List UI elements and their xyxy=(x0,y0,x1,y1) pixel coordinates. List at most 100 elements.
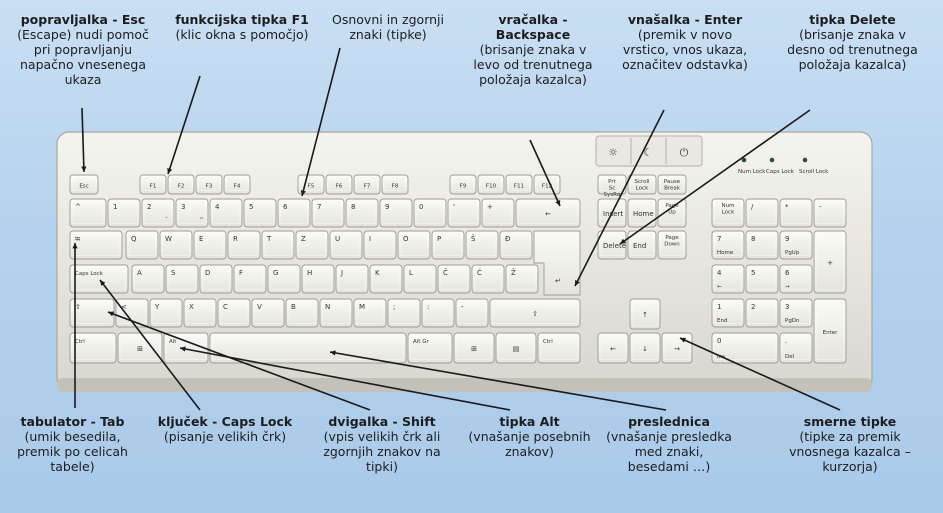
key-L[interactable]: L xyxy=(403,264,437,294)
f2-key[interactable]: F2 xyxy=(167,174,195,195)
num-key-2[interactable]: 2ˇ xyxy=(141,198,175,228)
numpad-top-2[interactable]: * xyxy=(779,198,813,228)
f4-key[interactable]: F4 xyxy=(223,174,251,195)
key-U[interactable]: U xyxy=(329,230,363,260)
f3-key[interactable]: F3 xyxy=(195,174,223,195)
key-M[interactable]: M xyxy=(353,298,387,328)
numpad-2[interactable]: 2 xyxy=(745,298,779,328)
f1-key[interactable]: F1 xyxy=(139,174,167,195)
key-Z[interactable]: Z xyxy=(295,230,329,260)
key-Ć[interactable]: Ć xyxy=(471,264,505,294)
key-A[interactable]: A xyxy=(131,264,165,294)
key-X[interactable]: X xyxy=(183,298,217,328)
numpad-dot[interactable]: .Del xyxy=(779,332,813,364)
key-P[interactable]: P xyxy=(431,230,465,260)
arrow-left-key[interactable]: ← xyxy=(597,332,629,364)
key-V[interactable]: V xyxy=(251,298,285,328)
key-E[interactable]: E xyxy=(193,230,227,260)
numpad-4[interactable]: 4← xyxy=(711,264,745,294)
ctrl-left-key[interactable]: Ctrl xyxy=(69,332,117,364)
key-R[interactable]: R xyxy=(227,230,261,260)
f11-key[interactable]: F11 xyxy=(505,174,533,195)
num-key-9[interactable]: 9 xyxy=(379,198,413,228)
key-G[interactable]: G xyxy=(267,264,301,294)
navb-key-1[interactable]: End xyxy=(627,230,657,260)
num-key-3[interactable]: 3^ xyxy=(175,198,209,228)
f7-key[interactable]: F7 xyxy=(353,174,381,195)
navb-key-0[interactable]: Delete xyxy=(597,230,627,260)
caps-lock-key[interactable]: Caps Lock xyxy=(69,264,129,294)
key-F[interactable]: F xyxy=(233,264,267,294)
key-D[interactable]: D xyxy=(199,264,233,294)
shift-left-key[interactable]: ⇧ xyxy=(69,298,115,328)
key-I[interactable]: I xyxy=(363,230,397,260)
key-W[interactable]: W xyxy=(159,230,193,260)
key-T[interactable]: T xyxy=(261,230,295,260)
key-Đ[interactable]: Đ xyxy=(499,230,533,260)
space-key[interactable] xyxy=(209,332,407,364)
enter-key[interactable] xyxy=(533,230,581,296)
key-Q[interactable]: Q xyxy=(125,230,159,260)
less-key[interactable]: < xyxy=(115,298,149,328)
arrow-up-key[interactable]: ↑ xyxy=(629,298,661,330)
f9-key[interactable]: F9 xyxy=(449,174,477,195)
shift-right-key[interactable]: ⇧ xyxy=(489,298,581,328)
num-key-5[interactable]: 5 xyxy=(243,198,277,228)
num-key-8[interactable]: 8 xyxy=(345,198,379,228)
key-;[interactable]: ; xyxy=(387,298,421,328)
arrow-down-key[interactable]: ↓ xyxy=(629,332,661,364)
caret-key[interactable]: ^ xyxy=(69,198,107,228)
numpad-8[interactable]: 8 xyxy=(745,230,779,260)
numpad-top-3[interactable]: - xyxy=(813,198,847,228)
num-key-4[interactable]: 4 xyxy=(209,198,243,228)
esc-key[interactable]: Esc xyxy=(69,174,99,195)
numpad-top-1[interactable]: / xyxy=(745,198,779,228)
key-S[interactable]: S xyxy=(165,264,199,294)
num-key-7[interactable]: 7 xyxy=(311,198,345,228)
key-J[interactable]: J xyxy=(335,264,369,294)
altgr-key[interactable]: Alt Gr xyxy=(407,332,453,364)
f6-key[interactable]: F6 xyxy=(325,174,353,195)
tab-key[interactable]: ⭾ xyxy=(69,230,123,260)
key--[interactable]: - xyxy=(455,298,489,328)
arrow-right-key[interactable]: → xyxy=(661,332,693,364)
key-O[interactable]: O xyxy=(397,230,431,260)
key-N[interactable]: N xyxy=(319,298,353,328)
num-key-1[interactable]: 1 xyxy=(107,198,141,228)
num-key-0[interactable]: 0 xyxy=(413,198,447,228)
f10-key[interactable]: F10 xyxy=(477,174,505,195)
win-left-key[interactable]: ⊞ xyxy=(117,332,163,364)
numpad-plus-key[interactable]: + xyxy=(813,230,847,294)
numpad-5[interactable]: 5 xyxy=(745,264,779,294)
num-key-6[interactable]: 6 xyxy=(277,198,311,228)
nav-key-1[interactable]: Home xyxy=(627,198,657,228)
f8-key[interactable]: F8 xyxy=(381,174,409,195)
key-:[interactable]: : xyxy=(421,298,455,328)
key-C[interactable]: C xyxy=(217,298,251,328)
key-Š[interactable]: Š xyxy=(465,230,499,260)
backspace-key[interactable]: ← xyxy=(515,198,581,228)
key-Č[interactable]: Č xyxy=(437,264,471,294)
key-Y[interactable]: Y xyxy=(149,298,183,328)
win-right-key[interactable]: ⊞ xyxy=(453,332,495,364)
num-key-'[interactable]: ' xyxy=(447,198,481,228)
ctrl-right-key[interactable]: Ctrl xyxy=(537,332,581,364)
numpad-6[interactable]: 6→ xyxy=(779,264,813,294)
alt-key[interactable]: Alt xyxy=(163,332,209,364)
menu-key[interactable]: ▤ xyxy=(495,332,537,364)
key-H[interactable]: H xyxy=(301,264,335,294)
key-B[interactable]: B xyxy=(285,298,319,328)
numpad-enter-key[interactable]: Enter xyxy=(813,298,847,364)
f12-key[interactable]: F12 xyxy=(533,174,561,195)
